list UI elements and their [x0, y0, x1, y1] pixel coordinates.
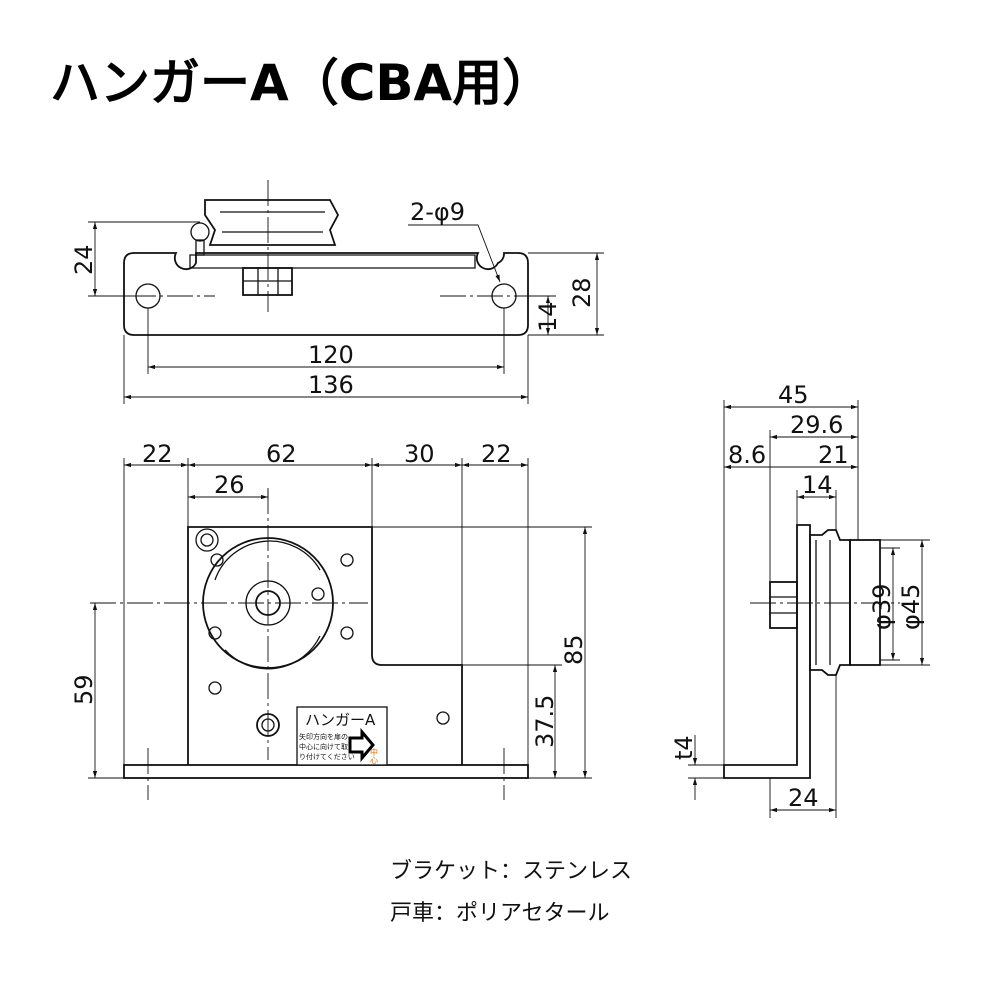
dim-14-side: 14: [802, 471, 833, 499]
dim-59: 59: [70, 674, 98, 705]
direction-label-sticker: ハンガーA 矢印方向を扉の 中心に向けて取 り付けてください 中心: [296, 706, 388, 766]
roller-wheel: [204, 199, 340, 246]
base-plate: [123, 764, 529, 779]
dim-24-side: 24: [788, 784, 819, 812]
dim-28: 28: [568, 277, 596, 308]
dim-136: 136: [308, 371, 354, 399]
dim-24: 24: [70, 244, 98, 275]
dim-21: 21: [818, 441, 849, 469]
dim-22-right: 22: [481, 440, 512, 468]
dim-phi45: φ45: [897, 584, 925, 630]
bracket-side: [723, 524, 811, 779]
side-view: 45 29.6 8.6 21 14 φ39 φ45 t4 24: [670, 381, 930, 818]
dim-45: 45: [778, 381, 809, 409]
front-view: ハンガーA 矢印方向を扉の 中心に向けて取 り付けてください 中心 22 62 …: [70, 440, 592, 800]
bolt-side: [769, 581, 798, 629]
sticker-center-text: 中心: [370, 747, 379, 764]
bracket-flange: [189, 254, 476, 269]
sticker-title: ハンガーA: [305, 711, 376, 729]
page-title: ハンガーA（CBA用）: [50, 54, 552, 112]
roller-hub-side: [849, 539, 881, 666]
sticker-line3: り付けてください: [299, 752, 355, 761]
dim-22-left: 22: [142, 440, 173, 468]
hole-spec-label: 2-φ9: [410, 198, 465, 226]
dim-8-6: 8.6: [728, 441, 766, 469]
bracket-outline: [187, 526, 463, 765]
sticker-line1: 矢印方向を扉の: [299, 732, 348, 741]
plate-outline: [123, 252, 529, 336]
dim-14: 14: [534, 301, 562, 332]
dim-t4: t4: [670, 735, 698, 760]
screw-holes: [208, 553, 450, 725]
dim-120: 120: [308, 341, 354, 369]
dim-30: 30: [404, 440, 435, 468]
pin: [190, 222, 210, 242]
dim-37-5: 37.5: [531, 695, 559, 748]
arrow-icon: [348, 727, 375, 763]
dim-62: 62: [266, 440, 297, 468]
note-bracket-material: ブラケット：ステンレス: [390, 859, 632, 884]
dim-85: 85: [560, 634, 588, 665]
sticker-line2: 中心に向けて取: [299, 742, 348, 751]
dim-29-6: 29.6: [790, 411, 843, 439]
dim-phi39: φ39: [868, 584, 896, 630]
dim-26: 26: [214, 471, 245, 499]
top-view: 24 28 14 120 136 2-φ9: [70, 180, 604, 404]
note-roller-material: 戸車：ポリアセタール: [390, 901, 610, 926]
